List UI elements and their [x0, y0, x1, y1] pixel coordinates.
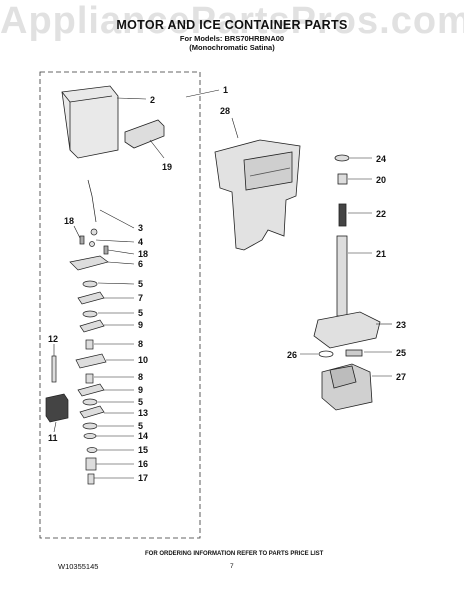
document-number: W10355145 [58, 562, 99, 571]
page-title: MOTOR AND ICE CONTAINER PARTS [116, 18, 348, 32]
callout-12: 12 [48, 334, 58, 344]
callout-4: 4 [138, 237, 143, 247]
callout-14: 14 [138, 431, 148, 441]
callout-18-right: 18 [138, 249, 148, 259]
callout-22: 22 [376, 209, 386, 219]
part-2-housing [61, 85, 119, 159]
callout-15: 15 [138, 445, 148, 455]
callout-27: 27 [396, 372, 406, 382]
callout-5-b: 5 [138, 308, 143, 318]
callout-3: 3 [138, 223, 143, 233]
callout-13: 13 [138, 408, 148, 418]
callout-9-a: 9 [138, 320, 143, 330]
auger-parts [334, 154, 350, 317]
callout-24: 24 [376, 154, 386, 164]
callout-1: 1 [223, 85, 228, 95]
callout-25: 25 [396, 348, 406, 358]
callout-2: 2 [150, 95, 155, 105]
callout-20: 20 [376, 175, 386, 185]
callout-19: 19 [162, 162, 172, 172]
callout-5-d: 5 [138, 421, 143, 431]
callout-23: 23 [396, 320, 406, 330]
part-28-cover [214, 139, 301, 251]
assembly-boundary [39, 71, 201, 539]
callout-11: 11 [48, 433, 58, 443]
leader-lines [53, 89, 392, 479]
callout-5-c: 5 [138, 397, 143, 407]
ordering-note: FOR ORDERING INFORMATION REFER TO PARTS … [145, 551, 324, 557]
callout-5-a: 5 [138, 279, 143, 289]
callout-10: 10 [138, 355, 148, 365]
motor-assembly [313, 311, 381, 411]
callout-8-b: 8 [138, 372, 143, 382]
callout-28: 28 [220, 106, 230, 116]
variant-line: (Monochromatic Satina) [189, 43, 275, 52]
callout-7: 7 [138, 293, 143, 303]
page-number: 7 [230, 563, 234, 570]
left-parts [45, 355, 69, 423]
callout-26: 26 [287, 350, 297, 360]
stacked-components [69, 179, 109, 485]
part-19-bracket [124, 119, 165, 149]
callout-6: 6 [138, 259, 143, 269]
models-line: For Models: BRS70HRBNA00 [179, 34, 285, 43]
callout-17: 17 [138, 473, 148, 483]
callout-8-a: 8 [138, 339, 143, 349]
callout-9-b: 9 [138, 385, 143, 395]
callout-18-top-left: 18 [64, 216, 74, 226]
callout-16: 16 [138, 459, 148, 469]
callout-21: 21 [376, 249, 386, 259]
